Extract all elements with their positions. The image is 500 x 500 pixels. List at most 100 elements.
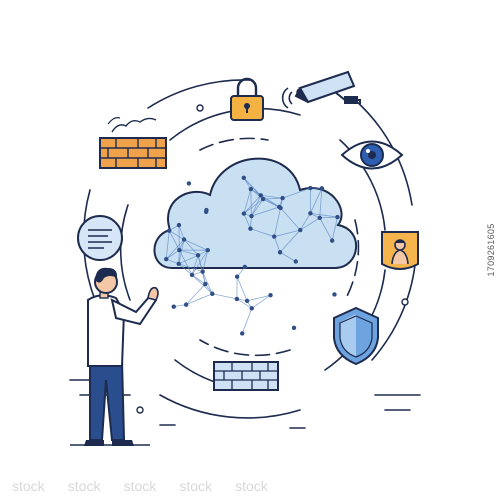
network-node (204, 207, 209, 213)
network-link (185, 283, 206, 305)
person-hair (95, 267, 118, 283)
network-node (186, 181, 192, 186)
firewall-wall (213, 361, 279, 391)
watermark-text: stock (12, 478, 45, 494)
firewall-mortar (214, 362, 278, 390)
network-link (243, 198, 264, 214)
firewall-mortar (100, 138, 166, 168)
brick-firewall-icon (213, 361, 279, 391)
network-node (248, 186, 254, 192)
network-link (183, 239, 199, 256)
network-link (279, 251, 296, 262)
network-node (171, 304, 176, 309)
network-link (319, 216, 338, 219)
network-link (178, 263, 193, 276)
shield-inner (339, 315, 373, 358)
network-link (243, 177, 262, 196)
network-link (299, 213, 311, 231)
network-node (234, 296, 240, 302)
outer-ring-arc (371, 264, 416, 361)
network-link (243, 213, 251, 229)
shield-icon (333, 306, 379, 366)
network-node (234, 274, 240, 279)
network-node (335, 214, 340, 220)
eye-pupil (368, 151, 376, 159)
document-bubble (77, 215, 123, 261)
network-node (195, 253, 201, 258)
camera-body (298, 70, 356, 104)
network-link (250, 189, 252, 217)
network-node (280, 195, 285, 201)
network-link (300, 217, 320, 231)
mid-ring-arc (344, 219, 360, 301)
network-link (274, 229, 301, 237)
network-link (251, 206, 280, 217)
person-shoe (112, 440, 134, 446)
network-node (200, 269, 205, 274)
network-node (203, 281, 208, 287)
eye-glint (366, 149, 370, 153)
badge-hair (395, 239, 405, 243)
network-link (251, 294, 271, 309)
network-node (298, 227, 303, 233)
network-node (249, 306, 254, 311)
padlock-keyhole-slot (246, 107, 248, 113)
network-node (329, 238, 335, 243)
security-camera-icon (281, 70, 361, 109)
network-node (317, 215, 322, 221)
ring-dot (196, 104, 204, 112)
network-node (183, 302, 189, 307)
network-node (241, 211, 247, 216)
network-link (178, 239, 185, 264)
mid-ring-arc (199, 137, 269, 151)
network-link (280, 207, 301, 231)
eye-icon (340, 140, 404, 170)
network-link (250, 228, 275, 237)
network-link (319, 217, 333, 241)
network-link (279, 229, 301, 253)
outer-ring-arc (159, 394, 301, 419)
network-node (239, 331, 245, 336)
network-link (246, 294, 271, 302)
inner-ring-arc (339, 139, 386, 231)
network-node (332, 292, 337, 297)
network-link (319, 188, 323, 218)
network-node (291, 325, 297, 331)
document-lines (88, 229, 112, 249)
network-node (319, 186, 325, 191)
network-link (183, 239, 208, 251)
network-node (249, 213, 254, 219)
network-link (178, 224, 185, 240)
network-node (244, 298, 250, 304)
network-node (241, 175, 247, 181)
firewall-smoke (107, 117, 121, 125)
network-cloud-icon (153, 157, 357, 336)
firewall-smoke (111, 117, 157, 133)
network-link (243, 195, 262, 214)
person-hand (147, 286, 159, 301)
network-link (191, 274, 213, 295)
network-link (251, 195, 262, 217)
outer-ring-arc (147, 79, 251, 109)
network-node (308, 211, 313, 216)
network-link (243, 188, 252, 214)
network-link (236, 298, 252, 309)
brick-firewall-icon (99, 117, 167, 169)
network-link (166, 258, 179, 265)
network-link (310, 212, 338, 218)
network-link (178, 263, 203, 273)
network-link (191, 255, 199, 276)
network-node (278, 205, 283, 211)
network-nodes (164, 175, 340, 336)
camera-bracket (344, 96, 358, 104)
network-link (310, 188, 323, 214)
network-node (205, 248, 210, 253)
padlock-keyhole (244, 103, 250, 109)
network-node (189, 272, 195, 278)
ring-dot (136, 406, 144, 414)
watermark: stock stock stock stock stock (12, 476, 488, 496)
network-link (251, 198, 264, 217)
network-link (212, 293, 237, 300)
network-link (185, 293, 213, 306)
